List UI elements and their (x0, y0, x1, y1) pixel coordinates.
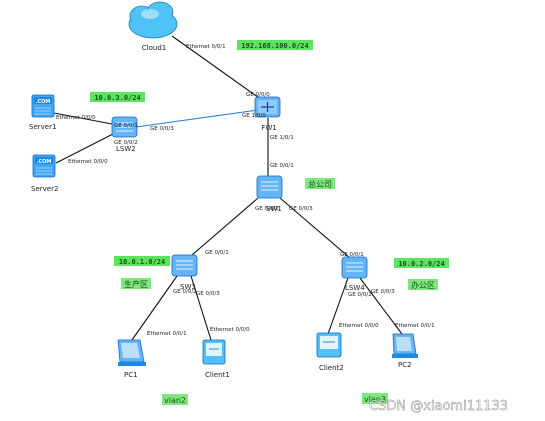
svg-text:10.0.2.0/24: 10.0.2.0/24 (398, 260, 444, 268)
fw1-node[interactable]: FW1 (254, 96, 281, 132)
port-label: GE 0/0/2 (114, 140, 138, 146)
client1-node[interactable]: Client1 (202, 339, 230, 379)
port-label: GE 0/0/1 (340, 252, 364, 258)
cloud-icon (128, 1, 178, 39)
subnet-badge-internet: 192.168.100.0/24 (237, 40, 313, 50)
client2-node[interactable]: Client2 (316, 332, 344, 372)
link-lsw2-fw1 (135, 109, 259, 128)
server2-node[interactable]: .COM Server2 (31, 154, 58, 193)
sw3-label: SW3 (180, 283, 196, 291)
pc2-label: PC2 (398, 361, 412, 369)
port-label: GE 1/0/1 (270, 135, 294, 141)
port-label: GE 0/0/2 (255, 206, 279, 212)
port-label: Ethernet 0/0/1 (147, 331, 187, 337)
svg-text:10.0.1.0/24: 10.0.1.0/24 (119, 258, 165, 266)
link-sw3-pc1 (131, 275, 178, 341)
client1-label: Client1 (205, 371, 230, 379)
port-label: GE 0/0/2 (348, 292, 372, 298)
pc-icon (392, 333, 418, 358)
switch-icon (111, 116, 138, 138)
port-label: Ethernet 0/0/0 (210, 327, 250, 333)
links (53, 35, 403, 341)
zone-label-headquarters: 总公司 (305, 178, 335, 189)
port-label: GE 0/0/3 (371, 289, 395, 295)
client2-label: Client2 (319, 364, 344, 372)
port-label: Ethernet 0/0/1 (395, 323, 435, 329)
csdn-watermark: CSDN @xiaomi11133 (369, 399, 508, 414)
port-label: GE 1/0/0 (242, 113, 266, 119)
link-sw1-lsw4 (279, 197, 351, 259)
port-label: Ethernet 0/0/1 (186, 44, 226, 50)
sw1-node[interactable]: SW1 (256, 175, 283, 213)
port-label: Ethernet 0/0/0 (68, 159, 108, 165)
switch-icon (256, 175, 283, 199)
switch-icon (341, 256, 368, 279)
server2-label: Server2 (31, 185, 58, 193)
lsw4-node[interactable]: LSW4 (341, 256, 368, 292)
port-label: GE 0/0/2 (173, 289, 197, 295)
svg-text:vlan2: vlan2 (164, 396, 186, 405)
lsw2-node[interactable]: LSW2 (111, 116, 138, 153)
port-label: GE 0/0/3 (196, 291, 220, 297)
link-server2-lsw2 (55, 133, 114, 164)
sw3-node[interactable]: SW3 (171, 254, 198, 291)
port-label: GE 0/0/1 (205, 250, 229, 256)
subnet-badge-server-zone: 10.0.3.0/24 (90, 92, 145, 102)
link-lsw4-client2 (327, 277, 349, 335)
client-icon (202, 339, 226, 365)
sw1-label: SW1 (266, 205, 282, 213)
cloud1-node[interactable]: Cloud1 (128, 1, 178, 52)
server1-label: Server1 (29, 123, 56, 131)
cloud1-label: Cloud1 (142, 44, 166, 52)
pc1-node[interactable]: PC1 (117, 339, 146, 379)
server1-node[interactable]: .COM Server1 (29, 94, 56, 131)
pc1-label: PC1 (124, 371, 138, 379)
port-labels: Ethernet 0/0/1 GE 0/0/0 GE 1/0/0 GE 1/0/… (56, 44, 435, 337)
server1-badge: .COM (36, 99, 51, 105)
port-label: GE 0/0/1 (270, 163, 294, 169)
svg-text:vlan3: vlan3 (364, 395, 386, 404)
fw1-label: FW1 (261, 124, 276, 132)
subnet-badge-production: 10.0.1.0/24 (114, 256, 170, 266)
svg-text:总公司: 总公司 (308, 179, 332, 189)
vlan-label-left: vlan2 (162, 394, 188, 405)
port-label: GE 0/0/1 (114, 123, 138, 129)
port-label: GE 0/0/0 (246, 92, 270, 98)
link-lsw4-pc2 (359, 277, 403, 335)
subnet-badge-office: 10.0.2.0/24 (394, 258, 449, 268)
lsw4-label: LSW4 (345, 284, 365, 292)
port-label: Ethernet 0/0/0 (56, 115, 96, 121)
port-label: GE 0/0/3 (150, 126, 174, 132)
link-sw3-client1 (190, 275, 212, 341)
port-label: GE 0/0/3 (289, 206, 313, 212)
zone-label-office: 办公区 (408, 279, 438, 290)
pc2-node[interactable]: PC2 (392, 333, 418, 369)
port-label: Ethernet 0/0/0 (339, 323, 379, 329)
svg-text:办公区: 办公区 (411, 280, 435, 290)
link-cloud1-fw1 (171, 35, 263, 101)
switch-icon (171, 254, 198, 277)
zone-label-production: 生产区 (121, 278, 151, 289)
svg-text:10.0.3.0/24: 10.0.3.0/24 (94, 94, 140, 102)
server-icon: .COM (32, 154, 56, 178)
link-server1-lsw2 (53, 112, 113, 125)
server-icon: .COM (31, 94, 55, 118)
client-icon (316, 332, 342, 358)
server2-badge: .COM (37, 159, 52, 165)
svg-text:192.168.100.0/24: 192.168.100.0/24 (241, 42, 308, 50)
pc-icon (117, 339, 146, 366)
firewall-icon (254, 96, 281, 118)
vlan-label-right: vlan3 (362, 393, 388, 404)
svg-text:生产区: 生产区 (124, 279, 148, 289)
link-sw1-sw3 (191, 197, 259, 256)
lsw2-label: LSW2 (116, 145, 136, 153)
